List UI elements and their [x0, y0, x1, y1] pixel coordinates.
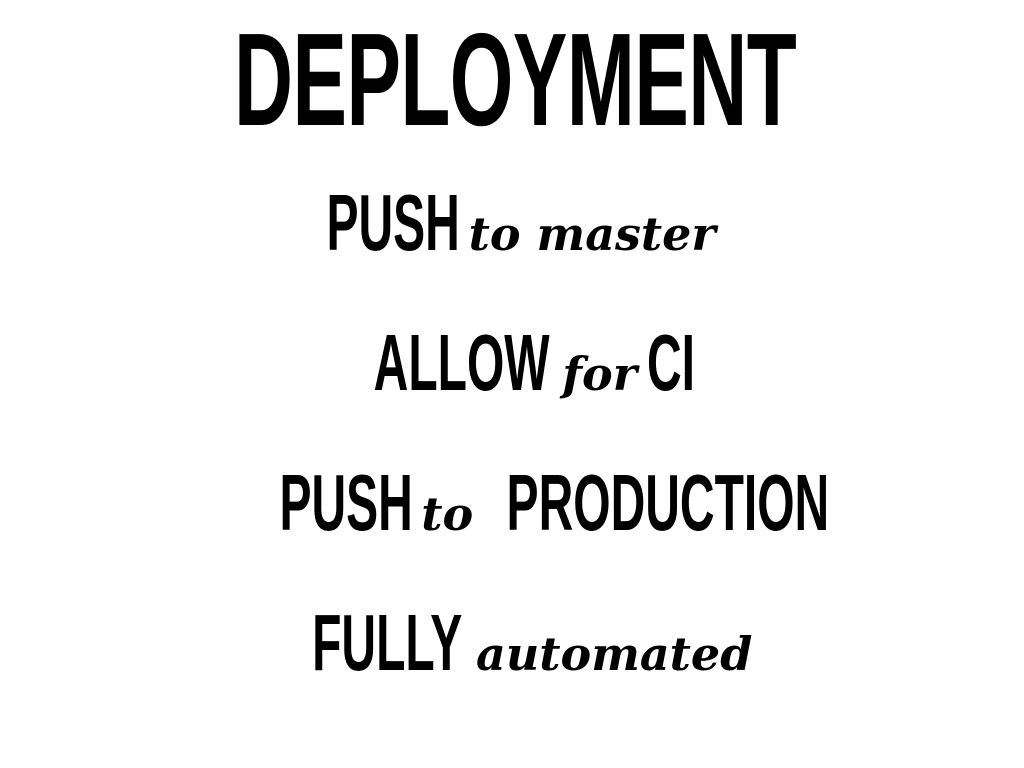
bullet-line-push-to-production: PUSH to PRODUCTION — [0, 458, 1024, 548]
line-caps-word-2: PRODUCTION — [506, 458, 830, 547]
bullet-line-fully-automated: FULLY automated — [0, 598, 1024, 688]
line-caps-word: ALLOW — [373, 318, 550, 407]
line-script-words: for — [562, 347, 637, 401]
line-script-words: automated — [476, 627, 753, 681]
bullet-line-push-to-master: PUSH to master — [0, 178, 1024, 268]
line-caps-word: PUSH — [326, 178, 461, 267]
line-caps-word: PUSH — [279, 458, 413, 547]
line-script-words: to master — [468, 207, 716, 261]
slide-title: DEPLOYMENT — [233, 6, 797, 153]
bullet-line-allow-for-ci: ALLOW for CI — [0, 318, 1024, 408]
line-script-words: to — [421, 487, 474, 541]
line-caps-word: FULLY — [311, 598, 462, 687]
line-caps-word-2: CI — [646, 318, 695, 407]
